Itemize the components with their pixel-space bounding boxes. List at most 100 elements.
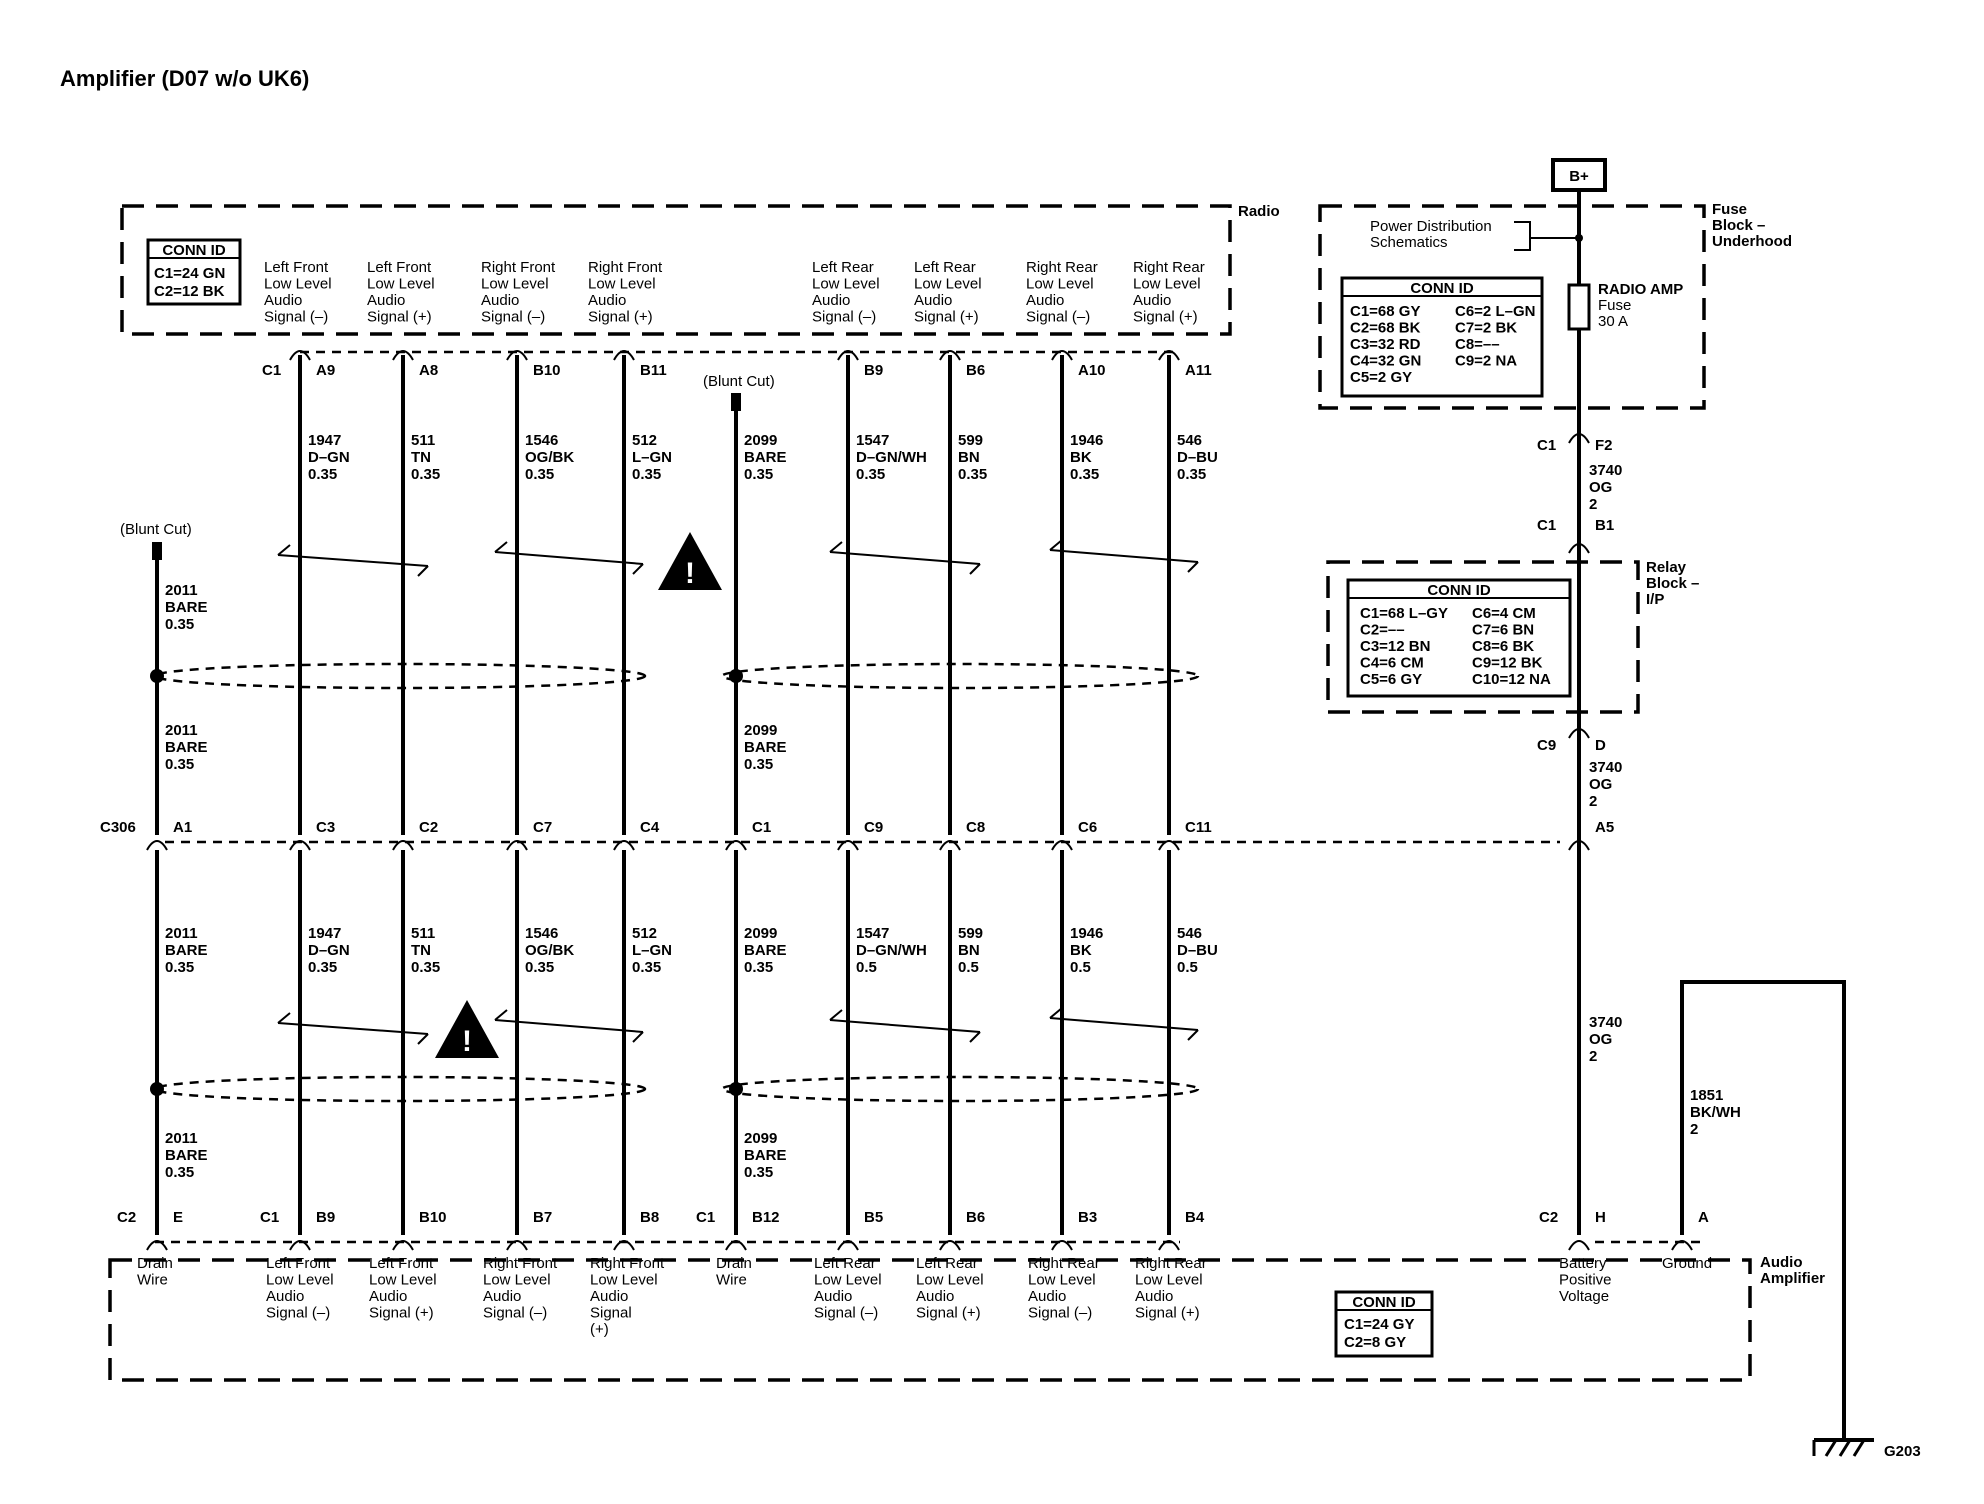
relay-block-label-3: I/P: [1646, 591, 1664, 608]
amp-signal-label: Signal (–): [266, 1305, 330, 1322]
wire-spec-label: BN: [958, 942, 980, 959]
warning-icon: !: [435, 1000, 499, 1058]
amp-connector-label: C1: [696, 1209, 715, 1226]
fuse-block-conn-id: C7=2 BK: [1455, 320, 1517, 337]
wire-spec-label: BARE: [744, 1147, 787, 1164]
relay-block-conn-id-title: CONN ID: [1427, 582, 1491, 599]
radio-conn-id-title: CONN ID: [162, 242, 226, 259]
radio-pin-label: B6: [966, 362, 985, 379]
amp-signal-label: Audio: [483, 1288, 521, 1305]
amp-label-2: Amplifier: [1760, 1270, 1825, 1287]
fuse-block-conn-id: C6=2 L–GN: [1455, 303, 1535, 320]
relay-block-conn-id: C6=4 CM: [1472, 605, 1536, 622]
twisted-pair-mark: [1187, 561, 1199, 573]
relay-block-conn-id: C9=12 BK: [1472, 655, 1543, 672]
warning-icon: !: [658, 532, 722, 590]
wire-spec-label: OG/BK: [525, 942, 574, 959]
radio-signal-label: Right Rear: [1133, 259, 1205, 276]
wire-spec-label: 0.35: [308, 959, 337, 976]
wire-spec-label: L–GN: [632, 449, 672, 466]
fuse-block-underhood: Fuse Block – Underhood B+ Power Distribu…: [1318, 158, 1792, 410]
radio-label: Radio: [1238, 203, 1280, 220]
amp-pin-label: B8: [640, 1209, 659, 1226]
relay-block-terminal-icon: [1568, 543, 1590, 554]
radio-signal-label: Audio: [914, 292, 952, 309]
amp-signal-label: Signal (+): [916, 1305, 981, 1322]
twisted-pair-mark: [277, 1012, 291, 1024]
c306-pin-label: C3: [316, 819, 335, 836]
wire-spec-label: BN: [958, 449, 980, 466]
amp-signal-label: Audio: [1135, 1288, 1173, 1305]
relay-block-conn-id: C8=6 BK: [1472, 638, 1534, 655]
amp-signal-label: Ground: [1662, 1255, 1712, 1272]
amp-connector-label: C2: [1539, 1209, 1558, 1226]
relay-block-conn-id: C4=6 CM: [1360, 655, 1424, 672]
wire-spec-label: BARE: [165, 739, 208, 756]
wire-spec-label: 0.5: [856, 959, 877, 976]
amp-signal-label: Wire: [137, 1272, 168, 1289]
ground-wire-1851: [1680, 980, 1846, 1380]
amp-signal-label: Right Front: [483, 1255, 558, 1272]
amp-signal-label: (+): [590, 1321, 609, 1338]
twisted-pair-mark: [829, 1019, 981, 1033]
wire-spec-label: 0.35: [525, 959, 554, 976]
ground-g203-label: G203: [1884, 1443, 1921, 1460]
c306-terminal-icon: [613, 840, 635, 851]
amp-signal-label: Signal (–): [1028, 1305, 1092, 1322]
c306-pin-label: C4: [640, 819, 660, 836]
twisted-pair-mark: [829, 551, 981, 565]
radio-conn-id-1: C1=24 GN: [154, 265, 225, 282]
twisted-pair-mark: [494, 551, 644, 565]
splice-dot: [150, 1082, 164, 1096]
radio-signal-label: Left Front: [367, 259, 432, 276]
ground-symbol-icon: [1812, 1380, 1874, 1457]
twisted-pair-mark: [1049, 1017, 1199, 1031]
twisted-pair-mark: [1187, 1029, 1199, 1041]
c306-pin-label: C9: [864, 819, 883, 836]
wire-spec-label: D–GN: [308, 449, 350, 466]
amp-pin-label: B10: [419, 1209, 447, 1226]
wire-spec-label: 2011: [165, 722, 198, 739]
relay-block-conn-id: C3=12 BN: [1360, 638, 1430, 655]
radio-signal-label: Audio: [264, 292, 302, 309]
splice-dot: [150, 669, 164, 683]
fuse-block-conn-id-title: CONN ID: [1410, 280, 1474, 297]
fuse-block-conn-id: C5=2 GY: [1350, 369, 1412, 386]
wire-spec-label: BARE: [744, 449, 787, 466]
radio-signal-label: Signal (+): [588, 309, 653, 326]
fuse-block-out-connector: C1: [1537, 437, 1556, 454]
amp-pin-label: B7: [533, 1209, 552, 1226]
wire-spec-label: 512: [632, 432, 657, 449]
wire-spec-label: 546: [1177, 432, 1202, 449]
fuse-block-label-3: Underhood: [1712, 233, 1792, 250]
wire-spec-label: 3740: [1589, 759, 1622, 776]
amp-pin-label: B4: [1185, 1209, 1205, 1226]
fuse-block-conn-id: C9=2 NA: [1455, 353, 1517, 370]
radio-signal-label: Audio: [481, 292, 519, 309]
wire-spec-label: 0.35: [744, 1164, 773, 1181]
wire-spec-label: 0.35: [411, 466, 440, 483]
radio-signal-label: Audio: [367, 292, 405, 309]
amp-terminal-icon: [613, 1240, 635, 1251]
blunt-cut-cap: [152, 542, 162, 560]
amp-signal-label: Signal: [590, 1305, 632, 1322]
radio-signal-label: Low Level: [1026, 276, 1094, 293]
amp-signal-label: Low Level: [1135, 1272, 1203, 1289]
c306-pin-label: C11: [1185, 819, 1212, 836]
radio-signal-label: Audio: [1026, 292, 1064, 309]
radio-signal-label: Signal (–): [1026, 309, 1090, 326]
amp-signal-label: Low Level: [590, 1272, 658, 1289]
c306-terminal-icon: [506, 840, 528, 851]
amp-pin-label: B12: [752, 1209, 780, 1226]
c306-terminal-icon: [1051, 840, 1073, 851]
wire-spec-label: 0.35: [1070, 466, 1099, 483]
twisted-pair-mark: [494, 1009, 508, 1021]
radio-signal-label: Signal (–): [481, 309, 545, 326]
radio-signal-label: Signal (+): [914, 309, 979, 326]
wire-spec-label: 2: [1589, 793, 1597, 810]
radio-pin-label: A10: [1078, 362, 1106, 379]
twisted-pair-mark: [969, 563, 981, 575]
relay-block-label-2: Block –: [1646, 575, 1699, 592]
